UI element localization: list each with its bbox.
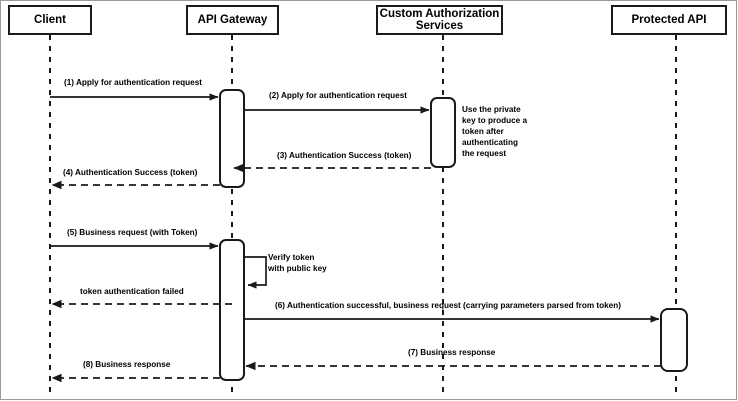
message-label-6: (6) Authentication successful, business … bbox=[275, 301, 621, 310]
lifeline-header-client[interactable]: Client bbox=[8, 5, 92, 35]
activation-gateway-2 bbox=[219, 239, 245, 381]
lifeline-label-protected-api: Protected API bbox=[631, 13, 707, 26]
lifeline-header-protected-api[interactable]: Protected API bbox=[611, 5, 727, 35]
message-label-token-authentication-failed: token authentication failed bbox=[80, 287, 184, 296]
message-label-4: (4) Authentication Success (token) bbox=[63, 168, 198, 177]
message-label-2: (2) Apply for authentication request bbox=[269, 91, 407, 100]
lifeline-header-api-gateway[interactable]: API Gateway bbox=[186, 5, 279, 35]
message-label-5: (5) Business request (with Token) bbox=[67, 228, 198, 237]
self-message-label-verify-token: Verify token with public key bbox=[268, 253, 327, 273]
activation-api-1 bbox=[660, 308, 688, 372]
activation-gateway-1 bbox=[219, 89, 245, 188]
activation-authsvc-1 bbox=[430, 97, 456, 168]
lifeline-label-client: Client bbox=[34, 13, 66, 26]
message-label-7: (7) Business response bbox=[408, 348, 496, 357]
lifeline-label-api-gateway: API Gateway bbox=[197, 13, 268, 26]
note-private-key: Use the private key to produce a token a… bbox=[462, 105, 528, 158]
lifeline-label-authsvc-line2: Services bbox=[415, 20, 464, 32]
lifeline-label-authsvc-line1: Custom Authorization bbox=[379, 7, 500, 20]
self-message-verify-token bbox=[244, 256, 267, 289]
message-label-1: (1) Apply for authentication request bbox=[64, 78, 202, 87]
message-label-3: (3) Authentication Success (token) bbox=[277, 151, 412, 160]
message-label-8: (8) Business response bbox=[83, 360, 171, 369]
lifeline-header-custom-authorization-services[interactable]: Custom Authorization Services bbox=[376, 5, 503, 35]
